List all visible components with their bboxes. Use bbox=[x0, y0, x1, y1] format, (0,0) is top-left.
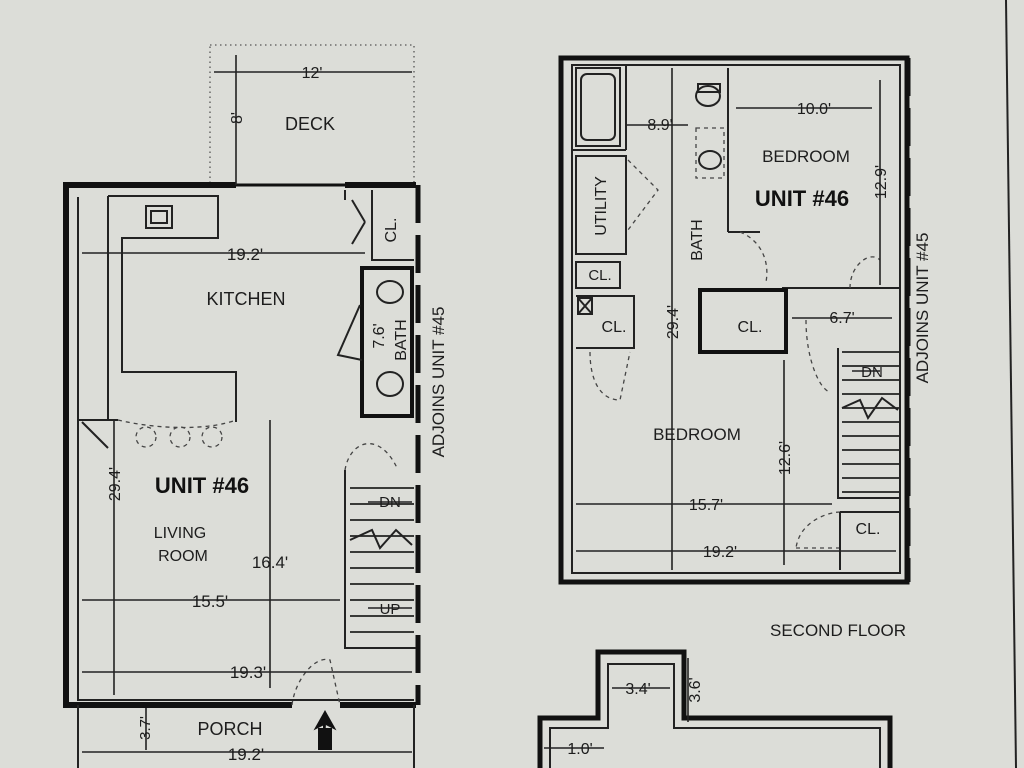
closet-door-swing bbox=[589, 351, 631, 401]
bedroom-wall bbox=[727, 68, 760, 233]
living-room-label-2: ROOM bbox=[158, 548, 208, 565]
closet-small bbox=[575, 261, 621, 289]
kitchen-width-label: 19.2' bbox=[227, 245, 263, 264]
living-room-label-1: LIVING bbox=[154, 525, 206, 542]
porch-label: PORCH bbox=[197, 719, 262, 739]
stair-up-label: UP bbox=[380, 601, 401, 618]
stair-door-swing bbox=[344, 442, 399, 471]
closet-label: CL. bbox=[383, 218, 400, 243]
partial-outer-wall bbox=[537, 649, 893, 768]
closet-bottom-right bbox=[839, 511, 900, 570]
kitchen-counter bbox=[108, 195, 237, 422]
stair-down-label: DN bbox=[861, 364, 883, 381]
closet-lower-left bbox=[576, 295, 635, 349]
bath-width-label: 8.9' bbox=[647, 117, 672, 134]
unit-label: UNIT #46 bbox=[155, 473, 249, 498]
adjoins-unit-label: ADJOINS UNIT #45 bbox=[429, 307, 448, 458]
bath-label: BATH bbox=[689, 219, 706, 260]
kitchen-sink-basin-icon bbox=[150, 210, 168, 224]
bedroom-door-swing bbox=[849, 256, 881, 289]
bedroom-bottom-label: BEDROOM bbox=[653, 425, 741, 444]
toilet-icon bbox=[376, 371, 404, 397]
bedroom-top-width-label: 10.0' bbox=[797, 101, 831, 118]
second-floor-title: SECOND FLOOR bbox=[770, 621, 906, 640]
entry-arrow-shaft bbox=[318, 728, 332, 750]
unit-label-second: UNIT #46 bbox=[755, 186, 849, 211]
first-floor-plan: DECK 12' 8' 19.2' KITCHEN CL. BATH 7.6' … bbox=[63, 44, 448, 768]
adjoins-unit-label: ADJOINS UNIT #45 bbox=[913, 233, 932, 384]
bath-sink-icon bbox=[698, 150, 722, 170]
closet-small-label: CL. bbox=[588, 267, 611, 284]
bathtub-inner-icon bbox=[580, 73, 616, 141]
bedroom-top-label: BEDROOM bbox=[762, 147, 850, 166]
deck-depth-label: 8' bbox=[229, 112, 246, 124]
bedroom-top-depth-label: 12.9' bbox=[873, 165, 890, 199]
living-length-label: 16.4' bbox=[252, 553, 288, 572]
door-swing bbox=[81, 421, 109, 449]
toilet-tank-icon bbox=[697, 83, 721, 93]
porch-width-label: 19.2' bbox=[228, 745, 264, 764]
first-floor-outer-wall bbox=[63, 182, 292, 708]
second-floor-inner-wall bbox=[571, 64, 901, 574]
entry-door-swing bbox=[291, 658, 341, 706]
utility-door bbox=[627, 159, 659, 231]
counter-overhang bbox=[117, 419, 237, 429]
bath-sink-icon bbox=[376, 280, 404, 304]
stool-icon bbox=[201, 426, 223, 448]
stair-break-line bbox=[841, 396, 899, 421]
deck-label: DECK bbox=[285, 114, 335, 134]
dim-a-label: 3.4' bbox=[625, 681, 650, 698]
total-depth-label: 29.4' bbox=[107, 467, 124, 501]
kitchen-sink-icon bbox=[145, 205, 173, 229]
stair-treads bbox=[842, 351, 900, 493]
second-floor-plan: 8.9' 10.0' BEDROOM UNIT #46 12.9' UTILIT… bbox=[558, 55, 932, 640]
living-width-label: 15.5' bbox=[192, 592, 228, 611]
kitchen-label: KITCHEN bbox=[206, 289, 285, 309]
hvac-x-icon bbox=[577, 297, 593, 315]
total-depth-label: 29.4' bbox=[665, 305, 682, 339]
closet-door bbox=[351, 199, 366, 245]
closet-mid-label: CL. bbox=[738, 319, 763, 336]
porch-depth-label: 3.7' bbox=[137, 716, 154, 740]
toilet-icon bbox=[695, 85, 721, 107]
utility-closet bbox=[575, 155, 627, 255]
porch-walls bbox=[77, 705, 415, 768]
stair-door-swing bbox=[805, 319, 831, 393]
bottom-width-label: 19.3' bbox=[230, 663, 266, 682]
page-edge-line bbox=[1005, 0, 1017, 768]
closet-bottom-right-door bbox=[795, 511, 841, 549]
vanity-outline bbox=[695, 127, 725, 179]
bedroom-bottom-width-label: 15.7' bbox=[689, 497, 723, 514]
stair-outline bbox=[837, 348, 900, 499]
utility-label: UTILITY bbox=[593, 176, 610, 236]
bath-door-swing bbox=[739, 231, 768, 283]
first-floor-inner-wall bbox=[77, 197, 414, 701]
bath-label: BATH bbox=[393, 319, 410, 360]
bottom-width-label: 19.2' bbox=[703, 544, 737, 561]
bath-dim-label: 7.6' bbox=[371, 323, 388, 348]
partial-inner-wall bbox=[549, 663, 881, 768]
stair-treads bbox=[350, 487, 414, 649]
hvac-icon bbox=[577, 297, 593, 315]
hall-width-label: 6.7' bbox=[829, 310, 854, 327]
dim-c-label: 1.0' bbox=[567, 741, 592, 758]
closet-lower-left-label: CL. bbox=[602, 319, 627, 336]
bath-walls bbox=[360, 266, 414, 418]
stool-icon bbox=[169, 426, 191, 448]
bedroom-bottom-depth-label: 12.6' bbox=[777, 441, 794, 475]
closet-mid bbox=[698, 288, 788, 354]
dim-b-label: 3.6' bbox=[687, 677, 704, 702]
third-floor-partial-plan: 3.4' 3.6' 1.0' bbox=[537, 649, 893, 768]
stair-down-label: DN bbox=[379, 494, 401, 511]
deck-width-label: 12' bbox=[302, 65, 323, 82]
bath-door bbox=[336, 304, 363, 361]
closet-wall bbox=[344, 190, 414, 261]
bathtub-icon bbox=[575, 67, 621, 147]
closet-bottom-right-label: CL. bbox=[856, 521, 881, 538]
stool-icon bbox=[135, 426, 157, 448]
stair-break-line bbox=[349, 528, 413, 550]
